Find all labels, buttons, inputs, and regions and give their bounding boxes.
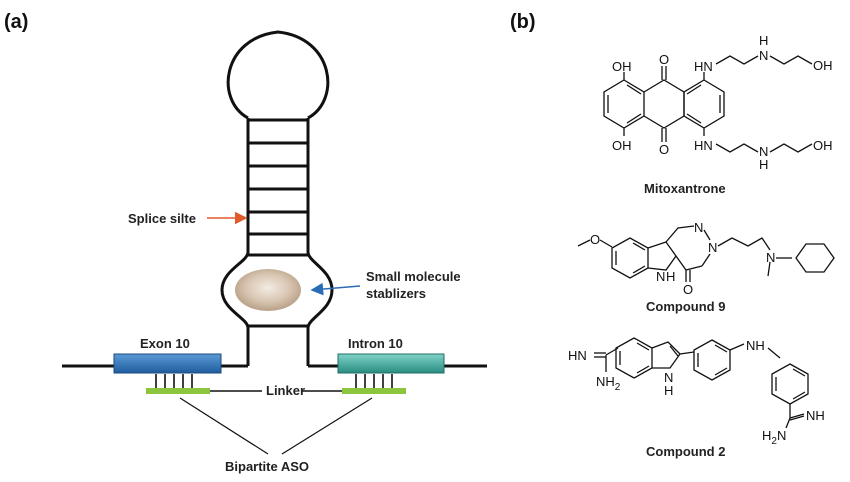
c2-hn-left: HN [568,348,587,363]
mitox-hn-top: HN [694,59,713,74]
c2-nh-bridge: NH [746,338,765,353]
small-molecule-label-1: Small molecule [366,269,461,284]
c9-n-ring-top: N [694,220,703,235]
intron-label: Intron 10 [348,336,403,351]
c2-nh2-left: NH2 [596,374,621,393]
mitox-n-top: N [759,48,768,63]
compound-2-structure: HN NH2 N H NH NH H2N [568,337,825,447]
panel-a-label: (a) [4,11,28,33]
mitox-oh-bottom: OH [612,138,632,153]
aso-pointer-left [179,397,269,455]
exon-10-box [113,353,222,374]
panel-a: (a) Splice silte Small molecule stablize… [4,11,487,474]
aso-pointer-right [281,397,373,455]
hairpin-loop [226,30,330,120]
c9-o-methoxy: O [590,232,600,247]
aso-segment-left [146,388,210,394]
exon-label: Exon 10 [140,336,190,351]
c2-nh-right: NH [806,408,825,423]
c2-n-indole: N [664,370,673,385]
mitox-oh-end-top: OH [813,58,833,73]
mitox-o-top: O [659,52,669,67]
c9-n-ring-right: N [708,240,717,255]
c9-h-indole: H [666,269,675,284]
c9-n-amine: N [766,250,775,265]
c2-h-indole: H [664,383,673,398]
mitox-h-bottom: H [759,157,768,172]
c2-h2n-right: H2N [762,428,786,447]
base-pair-rungs [248,118,308,328]
mitox-h-top: H [759,33,768,48]
mitoxantrone-structure: OH OH O O HN HN H N H N OH OH [603,33,833,172]
mitox-n-bottom: N [759,144,768,159]
right-stem [306,118,334,366]
bipartite-aso-label: Bipartite ASO [225,459,309,474]
small-molecule-label-2: stablizers [366,286,426,301]
panel-b: (b) [510,11,835,459]
mitoxantrone-name: Mitoxantrone [644,181,726,196]
splice-site-label: Splice silte [128,211,196,226]
intron-10-box [337,353,445,374]
aso-binding-teeth-left [155,374,193,388]
c9-n-indole: N [656,269,665,284]
compound-2-name: Compound 2 [646,444,725,459]
mitox-o-bottom: O [659,142,669,157]
left-stem [220,118,250,366]
panel-b-label: (b) [510,11,536,33]
linker-label: Linker [266,383,305,398]
aso-segment-right [342,388,406,394]
stabilizer-arrow [310,282,361,296]
c9-o-carbonyl: O [683,282,693,297]
small-molecule-stabilizer [235,269,301,311]
aso-binding-teeth-right [355,374,393,388]
mitox-hn-bottom: HN [694,138,713,153]
compound-9-structure: O N N N H O N [577,220,835,297]
compound-9-name: Compound 9 [646,299,725,314]
mitox-oh-end-bottom: OH [813,138,833,153]
mitox-oh-top: OH [612,59,632,74]
